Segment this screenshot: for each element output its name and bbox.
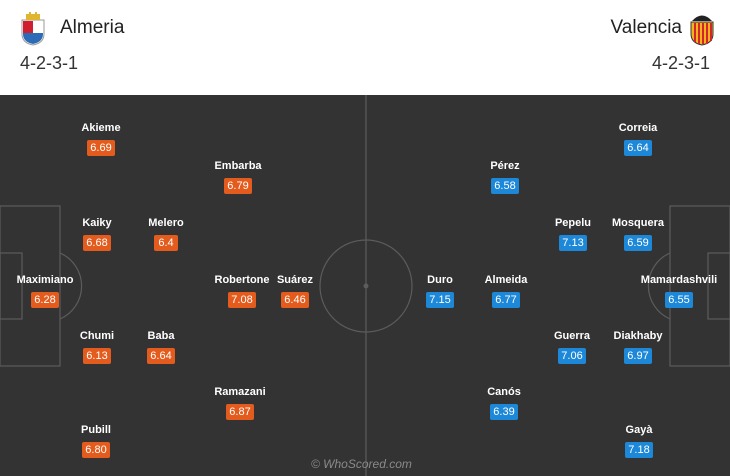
- pitch: Akieme 6.69 Embarba 6.79 Kaiky 6.68 Mele…: [0, 95, 730, 476]
- home-formation: 4-2-3-1: [20, 53, 79, 73]
- home-player[interactable]: Suárez 6.46: [250, 274, 340, 308]
- player-name: Almeida: [484, 274, 528, 286]
- player-name: Mosquera: [612, 217, 664, 229]
- home-player[interactable]: Ramazani 6.87: [195, 386, 285, 420]
- away-player[interactable]: Mosquera 6.59: [593, 217, 683, 251]
- home-player[interactable]: Embarba 6.79: [193, 160, 283, 194]
- whoscored-credit: © WhoScored.com: [311, 457, 412, 471]
- player-name: Pubill: [81, 424, 111, 436]
- home-player[interactable]: Akieme 6.69: [56, 122, 146, 156]
- pitch-lines: [0, 95, 730, 476]
- player-name: Maximiano: [16, 274, 74, 286]
- player-name: Baba: [147, 330, 175, 342]
- player-name: Pérez: [490, 160, 520, 172]
- home-player[interactable]: Kaiky 6.68: [52, 217, 142, 251]
- match-header: Almeria 4-2-3-1 Valencia 4-2-3-1: [0, 0, 730, 95]
- away-player[interactable]: Mamardashvili 6.55: [634, 274, 724, 308]
- player-rating: 6.59: [624, 235, 652, 251]
- player-rating: 6.64: [147, 348, 175, 364]
- player-rating: 6.55: [665, 292, 693, 308]
- player-name: Pepelu: [554, 217, 592, 229]
- player-name: Kaiky: [82, 217, 112, 229]
- away-player[interactable]: Duro 7.15: [395, 274, 485, 308]
- player-rating: 6.97: [624, 348, 652, 364]
- player-rating: 6.87: [226, 404, 254, 420]
- player-name: Suárez: [276, 274, 314, 286]
- player-name: Robertone: [214, 274, 270, 286]
- away-player[interactable]: Pérez 6.58: [460, 160, 550, 194]
- player-name: Guerra: [553, 330, 591, 342]
- away-player[interactable]: Almeida 6.77: [461, 274, 551, 308]
- away-player[interactable]: Canós 6.39: [459, 386, 549, 420]
- away-player[interactable]: Pepelu 7.13: [528, 217, 618, 251]
- home-player[interactable]: Melero 6.4: [121, 217, 211, 251]
- player-name: Duro: [427, 274, 453, 286]
- player-rating: 6.13: [83, 348, 111, 364]
- player-name: Akieme: [81, 122, 121, 134]
- player-rating: 7.06: [558, 348, 586, 364]
- player-rating: 7.18: [625, 442, 653, 458]
- player-rating: 7.13: [559, 235, 587, 251]
- away-player[interactable]: Correia 6.64: [593, 122, 683, 156]
- home-player[interactable]: Maximiano 6.28: [0, 274, 90, 308]
- player-rating: 6.77: [492, 292, 520, 308]
- player-rating: 6.80: [82, 442, 110, 458]
- player-rating: 6.28: [31, 292, 59, 308]
- almeria-crest-icon: [21, 12, 45, 46]
- player-name: Chumi: [79, 330, 115, 342]
- player-name: Mamardashvili: [640, 274, 718, 286]
- player-rating: 6.69: [87, 140, 115, 156]
- home-player[interactable]: Chumi 6.13: [52, 330, 142, 364]
- home-player[interactable]: Baba 6.64: [116, 330, 206, 364]
- player-name: Diakhaby: [613, 330, 663, 342]
- player-name: Embarba: [214, 160, 262, 172]
- player-name: Canós: [487, 386, 521, 398]
- player-rating: 6.58: [491, 178, 519, 194]
- valencia-crest-icon: [690, 15, 714, 46]
- player-rating: 6.39: [490, 404, 518, 420]
- player-name: Gayà: [625, 424, 653, 436]
- player-rating: 7.15: [426, 292, 454, 308]
- away-player[interactable]: Guerra 7.06: [527, 330, 617, 364]
- home-player[interactable]: Pubill 6.80: [51, 424, 141, 458]
- home-team-name[interactable]: Almeria: [60, 17, 125, 38]
- player-rating: 6.64: [624, 140, 652, 156]
- away-player[interactable]: Diakhaby 6.97: [593, 330, 683, 364]
- away-formation: 4-2-3-1: [651, 53, 710, 73]
- away-player[interactable]: Gayà 7.18: [594, 424, 684, 458]
- player-rating: 6.46: [281, 292, 309, 308]
- player-rating: 7.08: [228, 292, 256, 308]
- player-rating: 6.4: [154, 235, 178, 251]
- player-rating: 6.79: [224, 178, 252, 194]
- player-name: Ramazani: [214, 386, 266, 398]
- player-name: Correia: [618, 122, 658, 134]
- player-name: Melero: [148, 217, 184, 229]
- away-team-name[interactable]: Valencia: [610, 17, 682, 38]
- player-rating: 6.68: [83, 235, 111, 251]
- home-player[interactable]: Robertone 7.08: [197, 274, 287, 308]
